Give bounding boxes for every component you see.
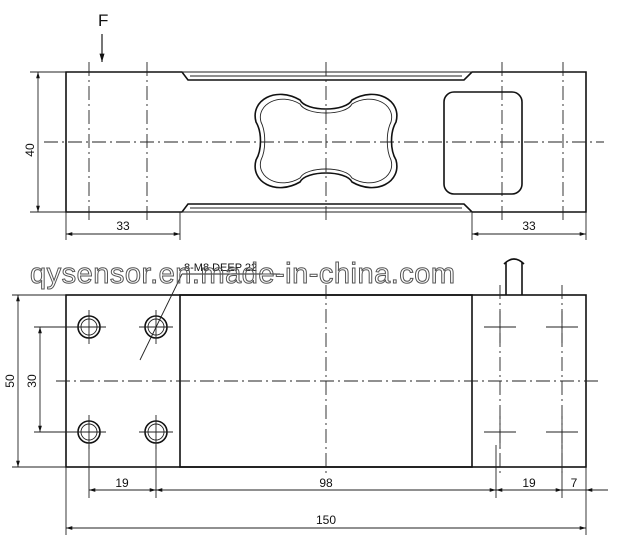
svg-text:98: 98 — [319, 476, 333, 490]
front-view: 8-M8 DEEP 22 50 30 19 98 — [3, 258, 608, 535]
thread-callout-text: 8-M8 DEEP 22 — [184, 262, 257, 274]
right-hole-marks — [484, 285, 578, 477]
svg-text:7: 7 — [571, 476, 578, 490]
svg-text:150: 150 — [316, 513, 336, 527]
force-arrow: F — [98, 11, 108, 62]
dim-top-height: 40 — [23, 71, 66, 213]
dim-top-left: 33 — [65, 212, 181, 240]
cable-stub — [503, 258, 525, 295]
top-view: F 40 33 — [23, 11, 604, 240]
hole — [139, 415, 173, 449]
svg-text:19: 19 — [115, 476, 129, 490]
svg-text:40: 40 — [23, 143, 37, 157]
thread-callout: 8-M8 DEEP 22 — [139, 262, 280, 361]
mounting-holes — [72, 310, 173, 449]
strain-gauge-pad — [443, 91, 523, 195]
svg-text:30: 30 — [25, 374, 39, 388]
force-label: F — [98, 11, 108, 30]
dogbone-cutout — [254, 93, 398, 189]
svg-text:33: 33 — [116, 219, 130, 233]
dim-front-chain: 19 98 19 7 150 — [65, 445, 608, 535]
svg-text:33: 33 — [522, 219, 536, 233]
dim-front-hole-spacing: 30 — [25, 326, 78, 433]
dim-top-right: 33 — [471, 212, 587, 240]
dim-front-height: 50 — [3, 294, 66, 468]
watermark: qysensor.en.made-in-china.com — [30, 258, 456, 290]
svg-text:50: 50 — [3, 374, 17, 388]
svg-text:19: 19 — [522, 476, 536, 490]
